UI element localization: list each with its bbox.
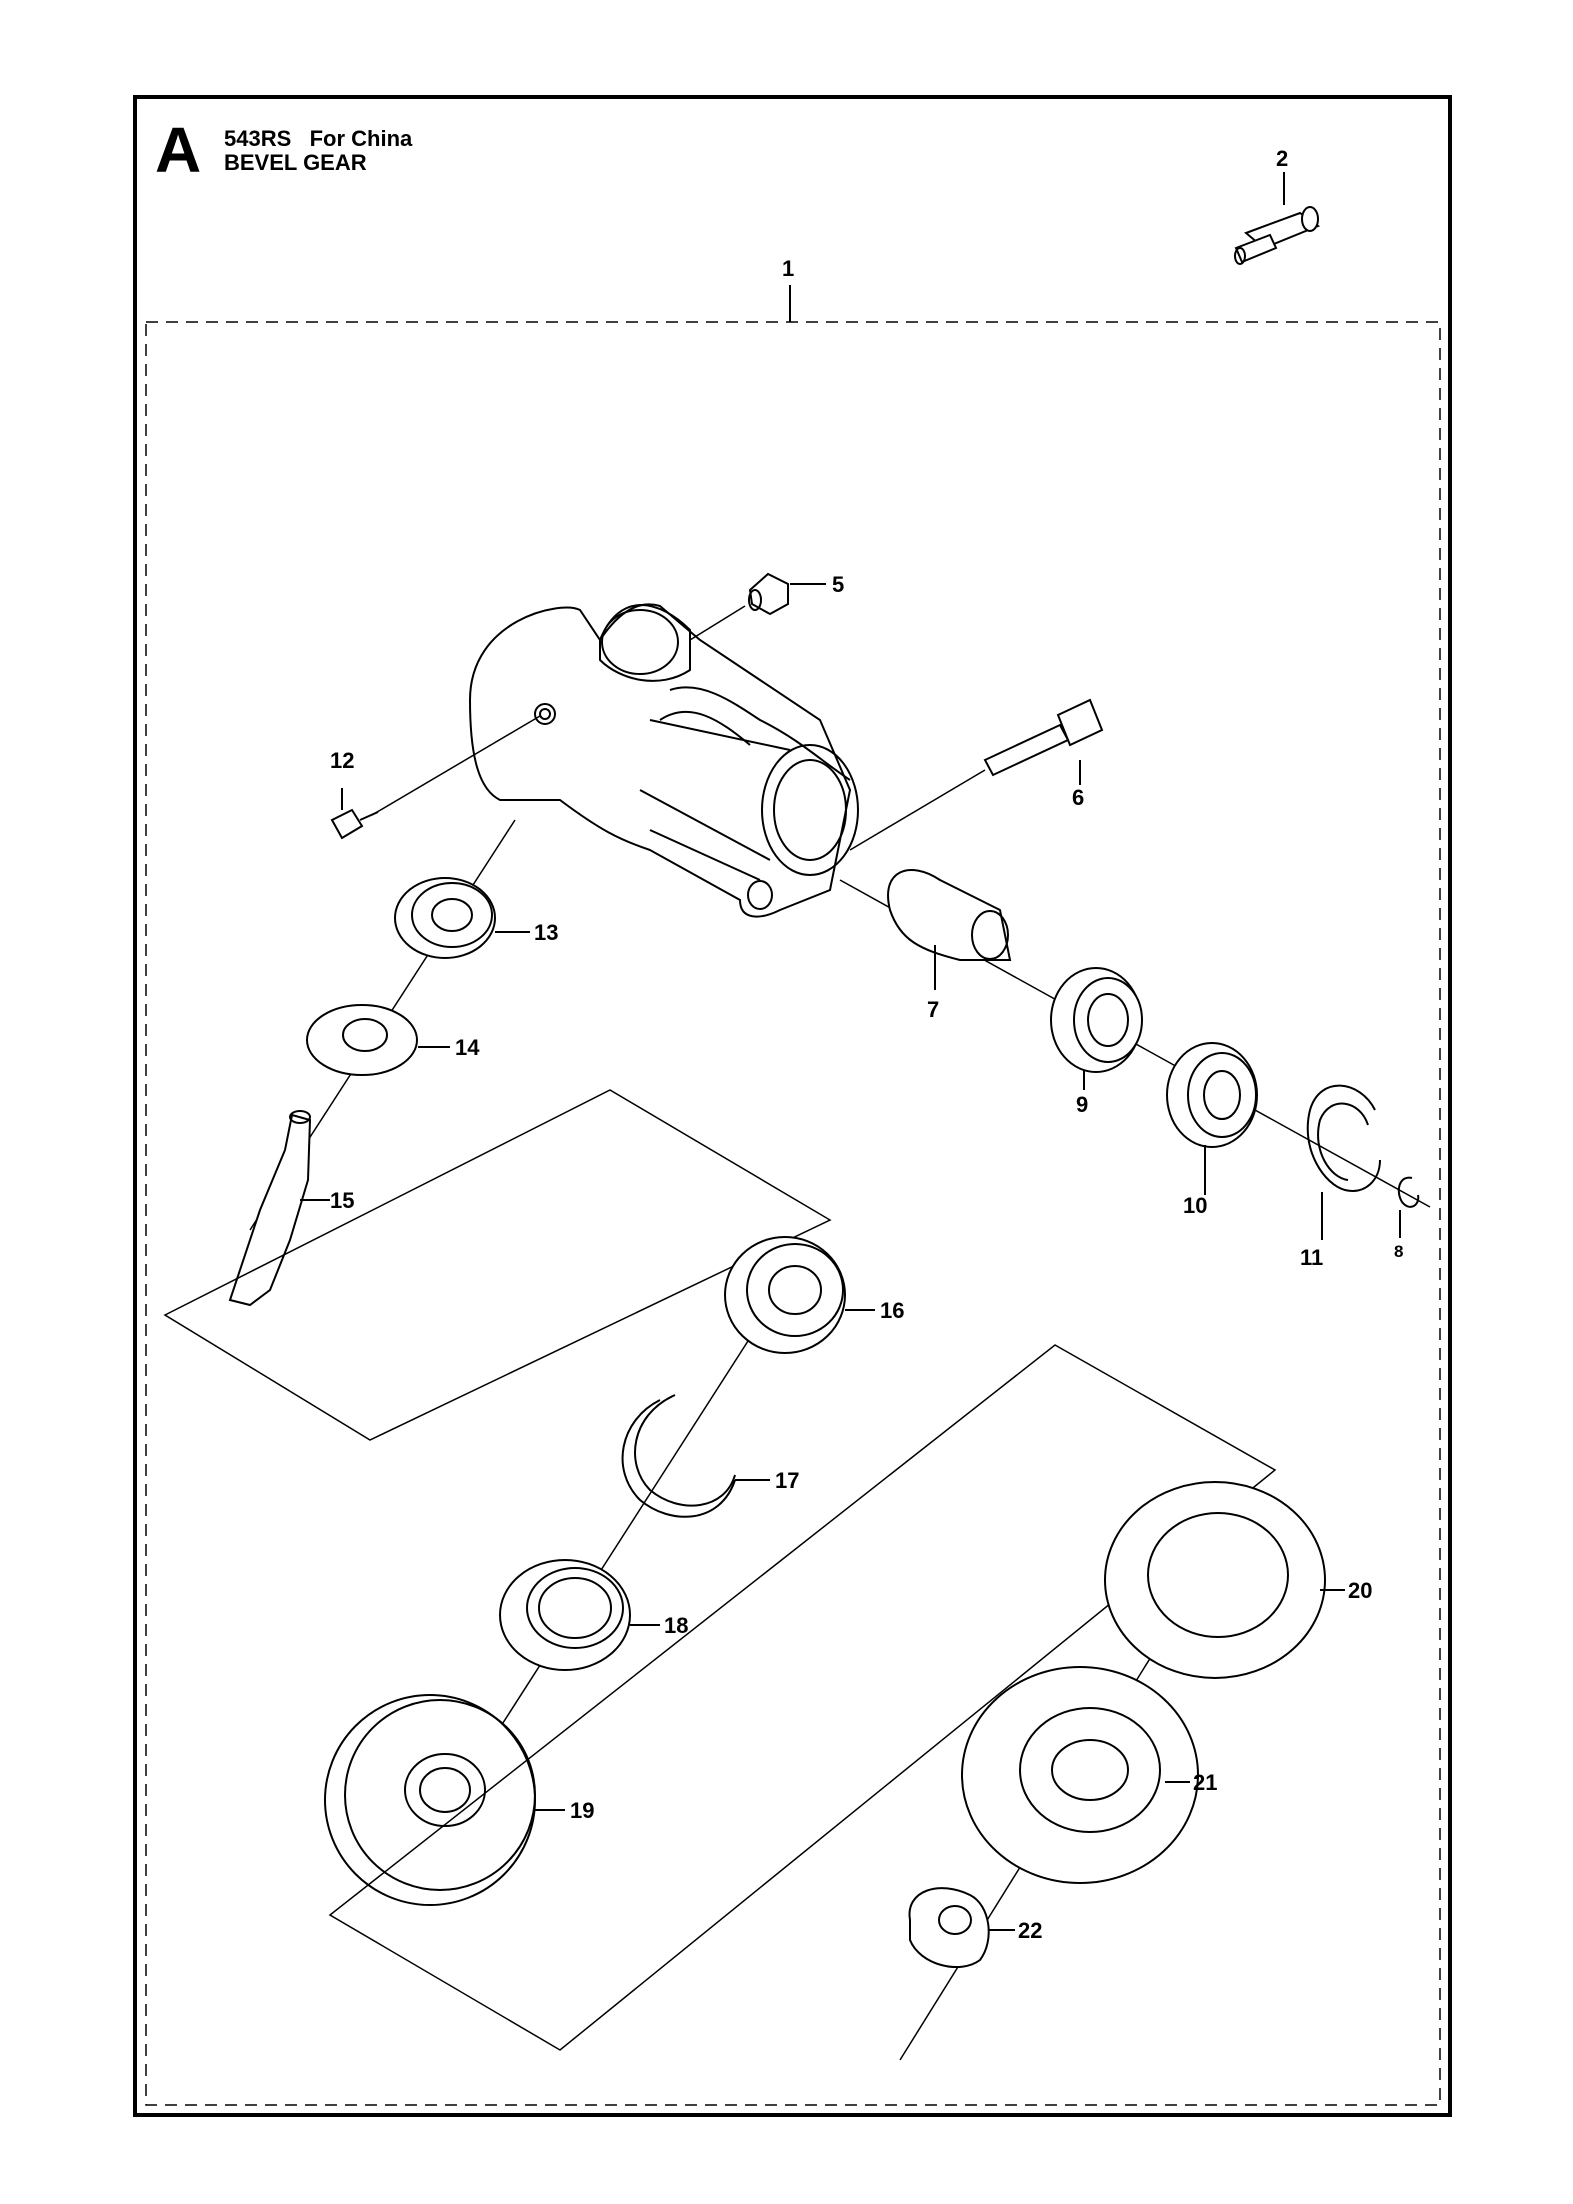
- part-11-circlip: [1306, 1084, 1381, 1240]
- part-14-seal: [306, 1004, 450, 1076]
- callout-14: 14: [455, 1035, 480, 1060]
- callout-22: 22: [1018, 1918, 1042, 1943]
- callout-21: 21: [1193, 1770, 1217, 1795]
- callout-19: 19: [570, 1798, 594, 1823]
- part-7-pinion: [887, 869, 1012, 990]
- assembly-boundary: [145, 321, 1441, 2106]
- part-19-gear: [324, 1344, 1277, 2051]
- callout-17: 17: [775, 1468, 799, 1493]
- callout-6: 6: [1072, 785, 1084, 810]
- part-16-bearing: [724, 1236, 875, 1354]
- callout-15: 15: [330, 1188, 354, 1213]
- callout-16: 16: [880, 1298, 904, 1323]
- part-6-bolt: [849, 698, 1104, 851]
- callout-13: 13: [534, 920, 558, 945]
- gear-housing: [468, 603, 859, 918]
- callout-18: 18: [664, 1613, 688, 1638]
- part-15-shaft: [163, 1089, 832, 1441]
- callout-11: 11: [1300, 1245, 1323, 1270]
- part-13-bearing: [394, 877, 530, 959]
- callout-10: 10: [1183, 1193, 1207, 1218]
- callout-8: 8: [1394, 1242, 1403, 1261]
- callout-20: 20: [1348, 1578, 1372, 1603]
- part-20-support-washer: [1104, 1481, 1345, 1679]
- part-8-eclip: [1397, 1176, 1420, 1238]
- part-10-bearing: [1166, 1042, 1258, 1195]
- section-letter: A: [155, 114, 202, 186]
- page-frame: [133, 95, 1452, 2117]
- part-12-screw: [330, 715, 541, 840]
- model-line: 543RS For China: [224, 126, 413, 151]
- callout-7: 7: [927, 997, 939, 1022]
- part-9-bearing: [1050, 967, 1143, 1090]
- callout-9: 9: [1076, 1092, 1088, 1117]
- callout-2: 2: [1276, 146, 1288, 171]
- callout-1: 1: [782, 256, 794, 281]
- part-2-bolt: [1234, 172, 1321, 265]
- assembly-name: BEVEL GEAR: [224, 150, 367, 175]
- part-18-seal: [499, 1559, 660, 1671]
- part-5-screw: [689, 572, 826, 641]
- part-17-circlip: [621, 1394, 770, 1518]
- part-22-nut: [908, 1887, 1015, 1969]
- callout-5: 5: [832, 572, 844, 597]
- part-21-support-cup: [961, 1666, 1199, 1884]
- callout-12: 12: [330, 748, 354, 773]
